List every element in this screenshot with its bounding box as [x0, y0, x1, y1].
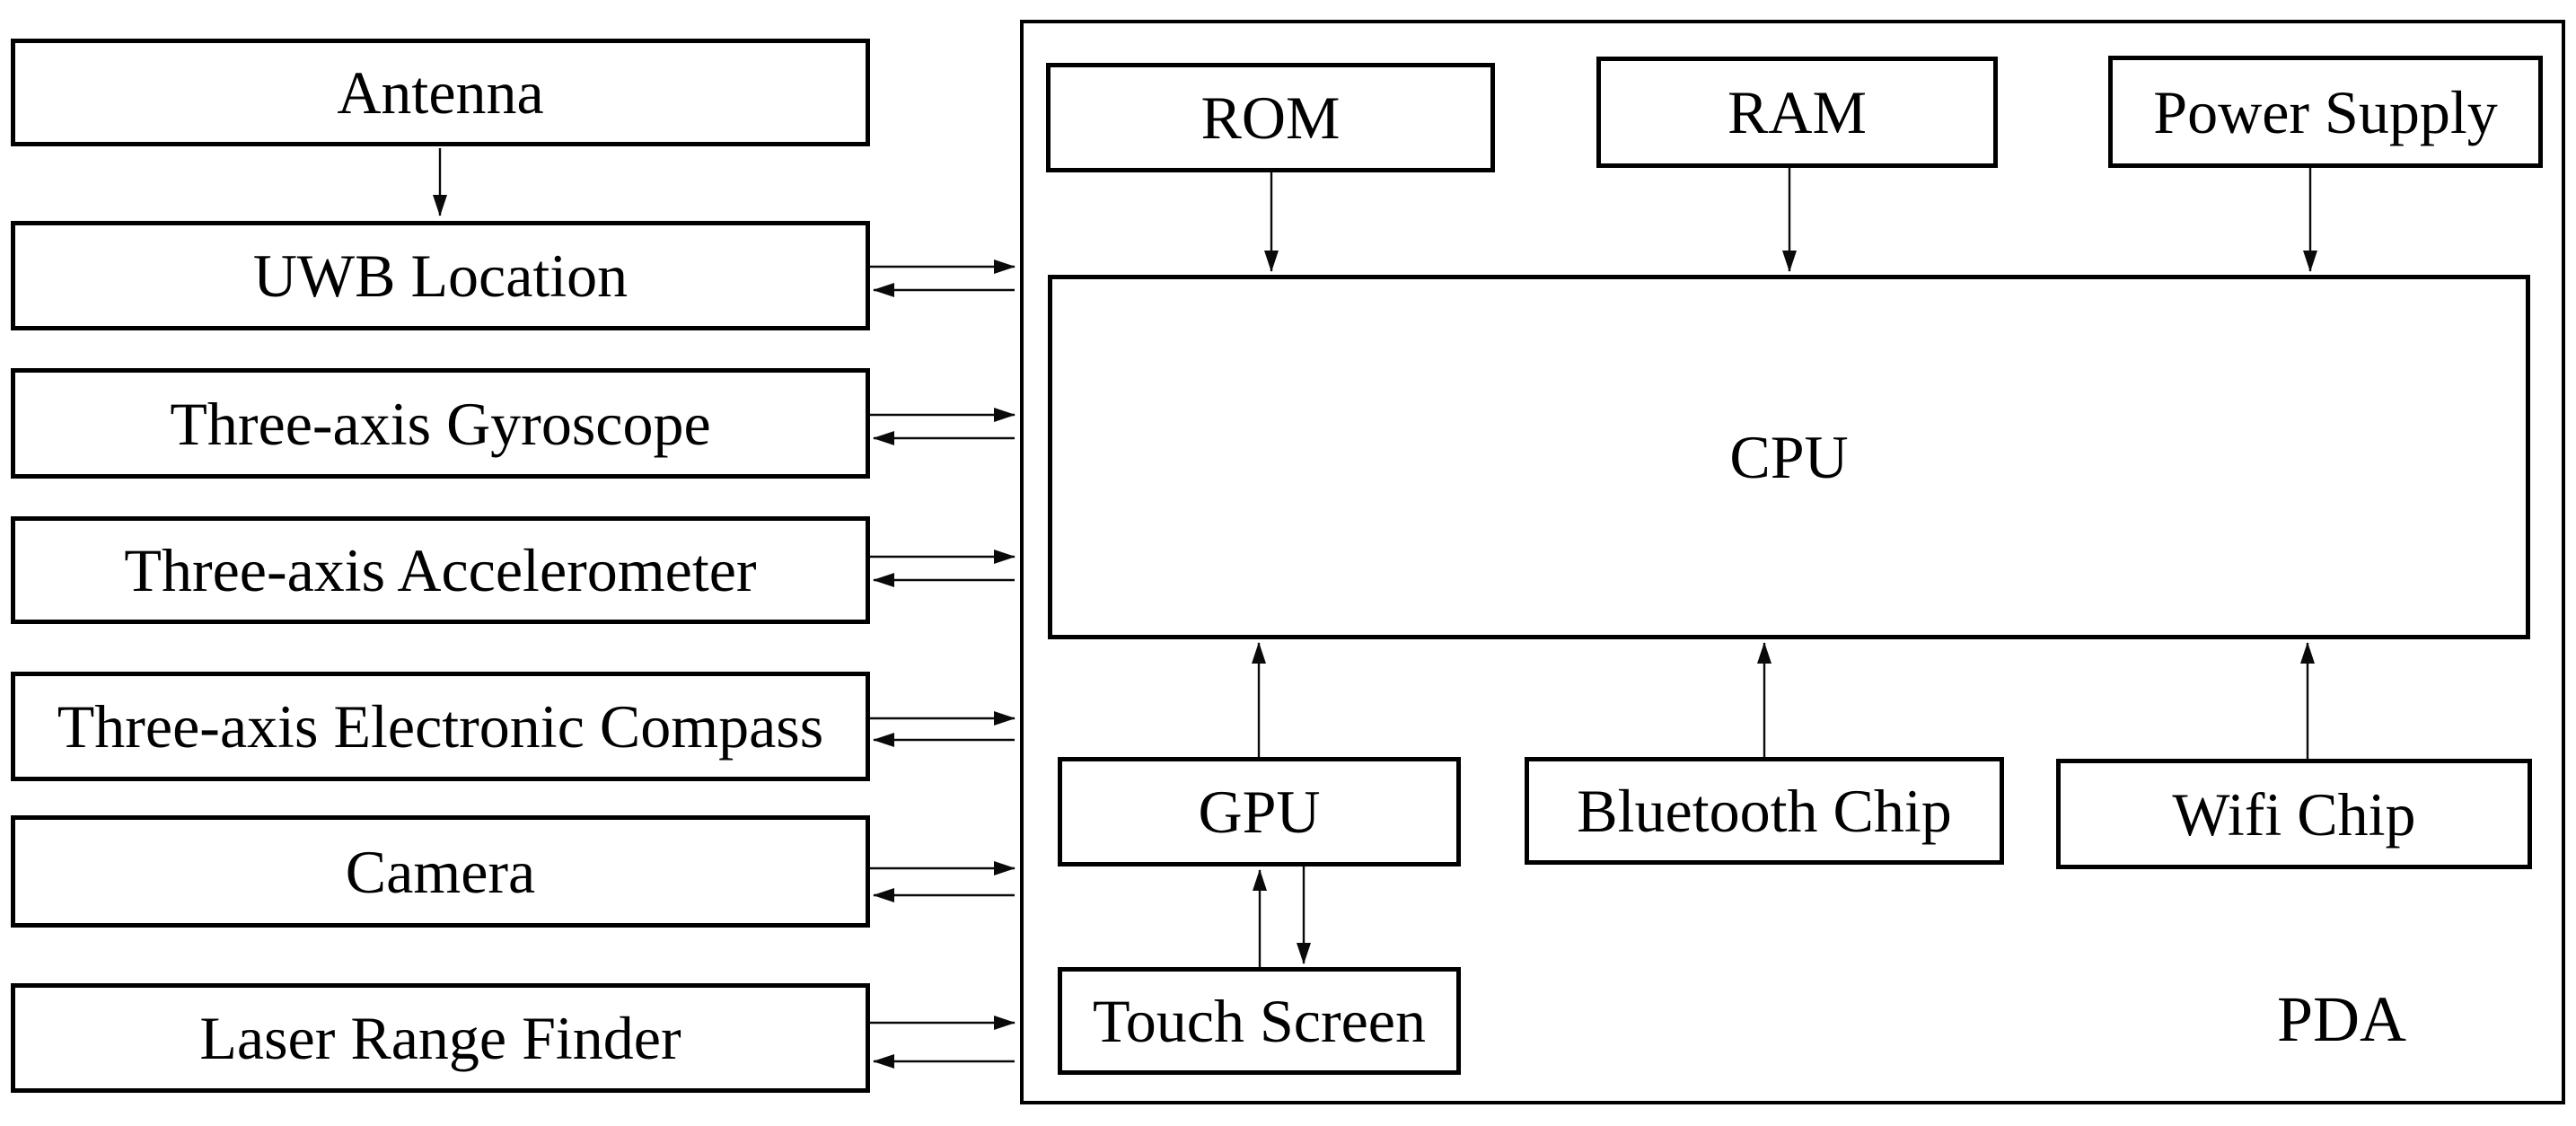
- node-cpu: CPU: [1048, 275, 2530, 639]
- node-uwb-location: UWB Location: [11, 221, 870, 330]
- node-power-supply: Power Supply: [2108, 56, 2543, 168]
- node-touch-screen: Touch Screen: [1058, 967, 1461, 1075]
- node-rom: ROM: [1046, 63, 1495, 172]
- node-camera: Camera: [11, 815, 870, 928]
- node-gpu: GPU: [1058, 757, 1461, 866]
- node-bluetooth-chip: Bluetooth Chip: [1525, 757, 2004, 865]
- node-three-axis-accelerometer: Three-axis Accelerometer: [11, 516, 870, 624]
- node-three-axis-electronic-compass: Three-axis Electronic Compass: [11, 672, 870, 781]
- node-laser-range-finder: Laser Range Finder: [11, 983, 870, 1093]
- pda-caption: PDA: [2276, 983, 2407, 1055]
- node-antenna: Antenna: [11, 39, 870, 146]
- node-wifi-chip: Wifi Chip: [2056, 759, 2532, 869]
- node-three-axis-gyroscope: Three-axis Gyroscope: [11, 368, 870, 479]
- node-ram: RAM: [1596, 57, 1998, 168]
